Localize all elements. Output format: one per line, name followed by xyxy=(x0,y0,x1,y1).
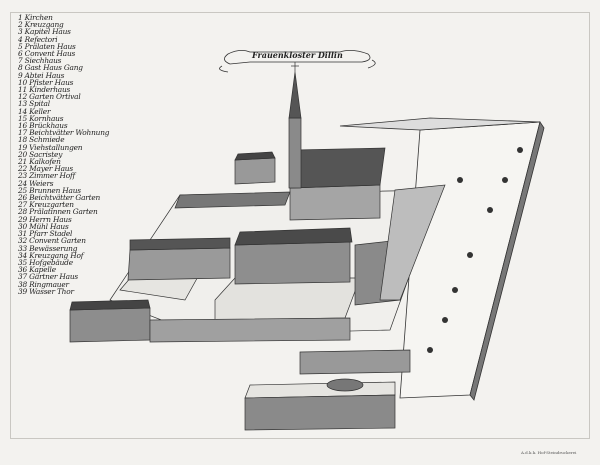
legend-item: 22 Mayer Haus xyxy=(18,164,73,174)
legend-item: 8 Gast Haus Gang xyxy=(18,63,83,73)
legend-item: 21 Kalkofen xyxy=(18,157,61,167)
legend-item: 5 Prälaten Haus xyxy=(18,41,76,51)
legend-item: 14 Keller xyxy=(18,106,51,116)
lower-annex xyxy=(244,349,411,431)
legend-item: 31 Pfarr Stadel xyxy=(18,229,73,239)
legend-item: 13 Spital xyxy=(18,99,50,109)
legend-item: 29 Herrn Haus xyxy=(18,214,72,224)
legend-item: 3 Kapitel Haus xyxy=(18,27,71,37)
legend-item: 39 Wasser Thor xyxy=(18,286,74,296)
legend-item: 36 Kapelle xyxy=(18,265,56,275)
legend-item: 28 Prälatinnen Garten xyxy=(18,207,98,217)
legend-item: 16 Brückhaus xyxy=(18,121,68,131)
legend-item: 12 Garten Ortival xyxy=(18,92,81,102)
legend-item: 20 Sacristey xyxy=(18,149,63,159)
title-banner-text: Frauenkloster Dillin xyxy=(252,50,343,60)
legend-item: 37 Gärtner Haus xyxy=(18,272,78,282)
print-border xyxy=(10,12,590,439)
legend-item: 35 Hofgebäude xyxy=(18,257,73,267)
legend-item: 27 Kreuzgarten xyxy=(18,200,74,210)
legend-item: 23 Zimmer Hoff xyxy=(18,171,76,181)
legend-item: 9 Abtei Haus xyxy=(18,70,65,80)
printer-credit: A.d.k.k. Hof-Steindruckerei xyxy=(521,450,577,455)
legend-item: 15 Kornhaus xyxy=(18,113,64,123)
legend-item: 19 Viehstallungen xyxy=(18,142,83,152)
legend-item: 33 Bewässerung xyxy=(18,243,78,253)
legend-item: 18 Schmiede xyxy=(18,135,65,145)
trees xyxy=(427,147,523,353)
legend-item: 34 Kreuzgang Hof xyxy=(18,250,84,260)
legend-item: 24 Weiers xyxy=(18,178,54,188)
legend-item: 11 Kinderhaus xyxy=(18,85,71,95)
legend-item: 30 Mühl Haus xyxy=(18,221,69,231)
title-banner xyxy=(219,50,376,73)
main-complex xyxy=(69,147,446,343)
legend-item: 10 Pfister Haus xyxy=(18,77,74,87)
legend-item: 25 Brunnen Haus xyxy=(18,185,81,195)
legend-item: 6 Convent Haus xyxy=(18,49,76,59)
legend-item: 32 Convent Garten xyxy=(18,236,86,246)
legend-item: 26 Beichtvätter Garten xyxy=(18,193,101,203)
legend-item: 2 Kreuzgang xyxy=(18,20,64,30)
legend-item: 38 Ringmauer xyxy=(18,279,69,289)
legend-item: 4 Refectori xyxy=(18,34,58,44)
church-spire xyxy=(288,62,302,189)
legend-item: 7 Siechhaus xyxy=(18,56,62,66)
legend-item: 17 Beichtvätter Wohnung xyxy=(18,128,110,138)
legend-item: 1 Kirchen xyxy=(18,13,53,22)
